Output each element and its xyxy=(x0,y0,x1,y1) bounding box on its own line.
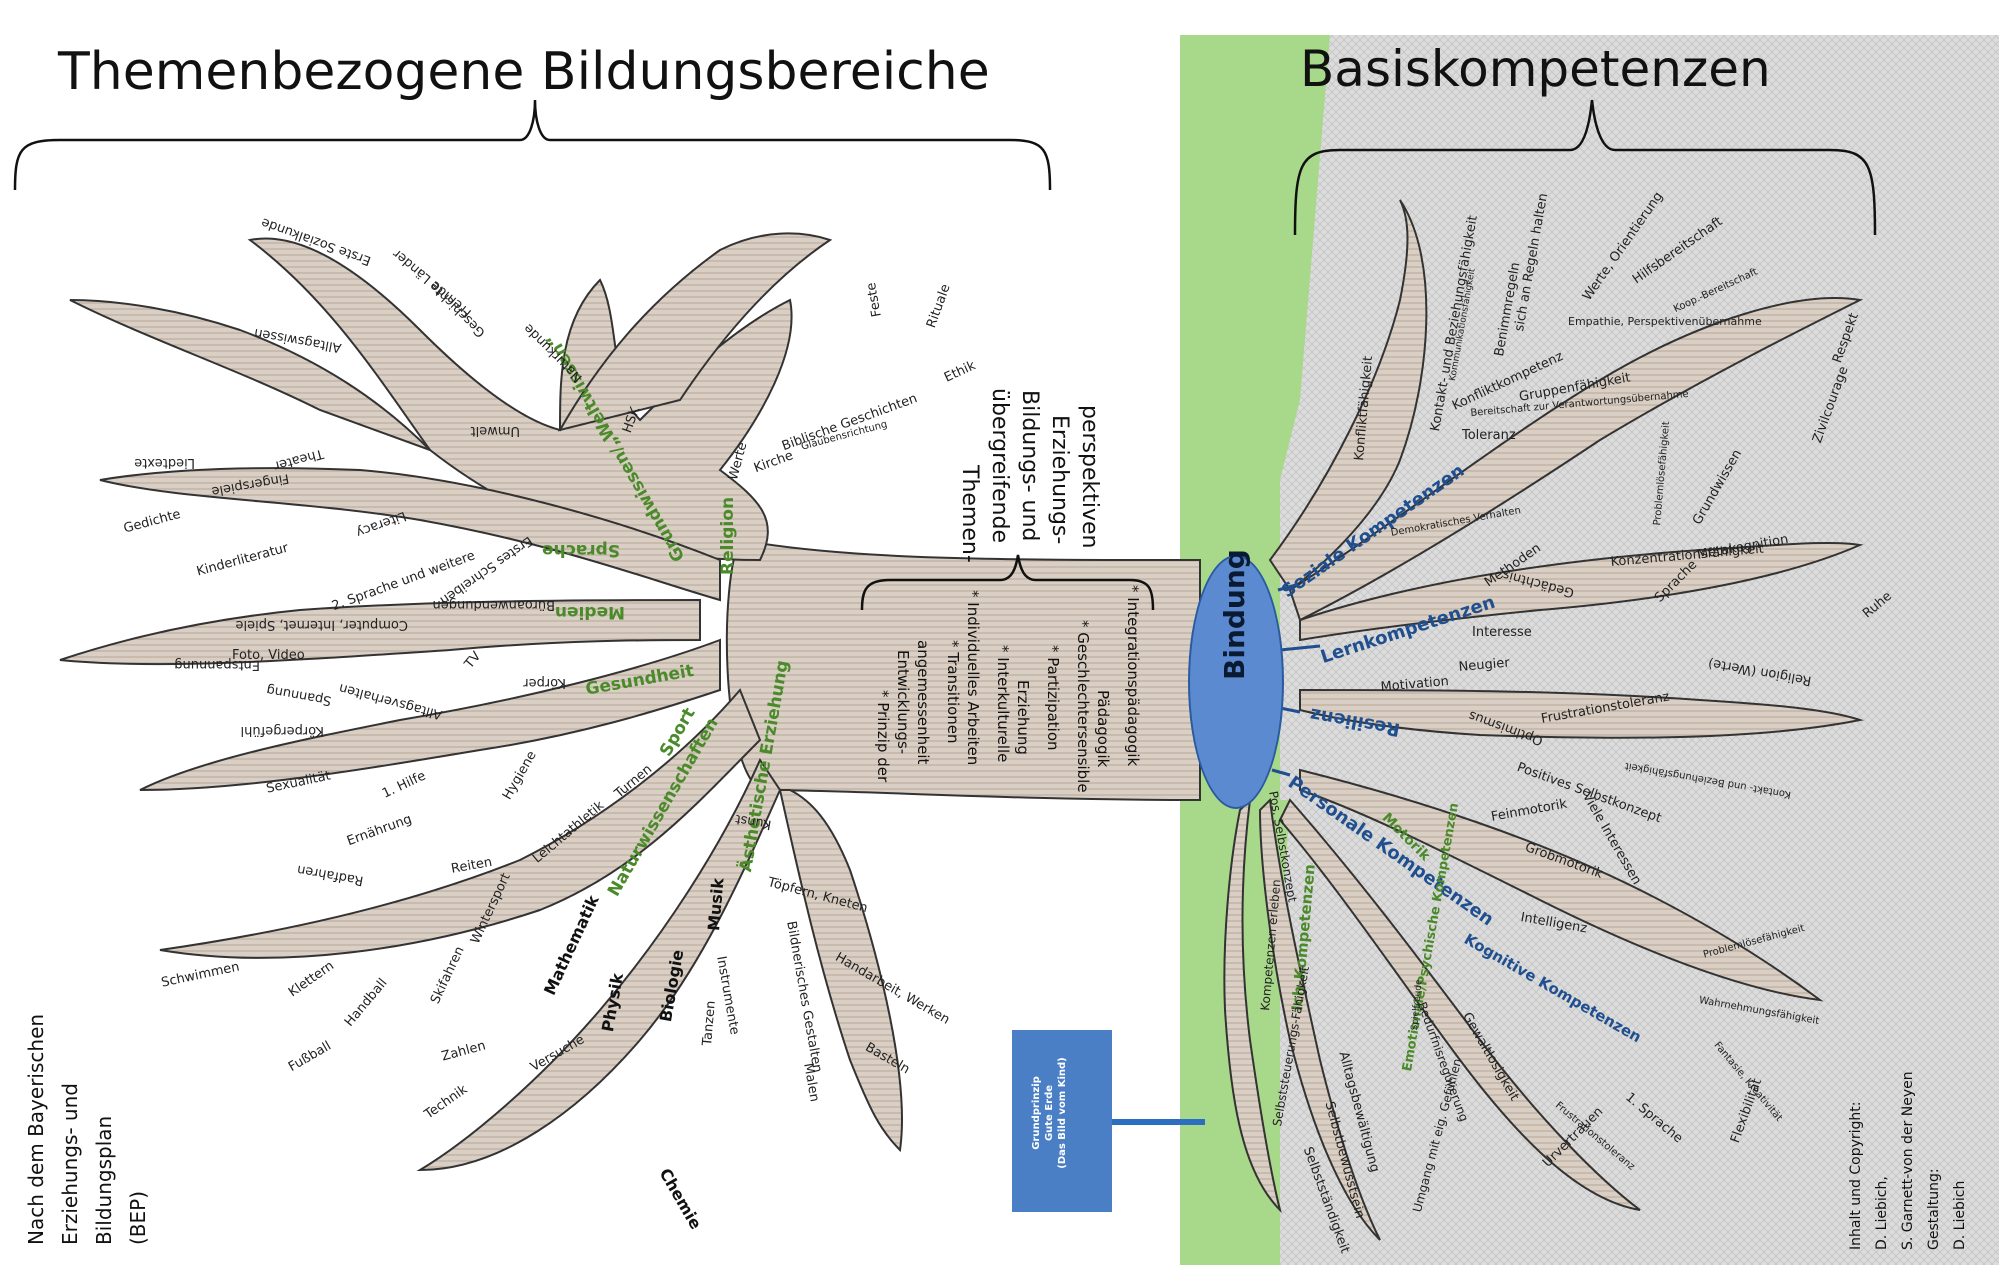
center-list-item: * Interkulturelle xyxy=(994,645,1012,762)
center-title-line: Themen- xyxy=(957,465,982,563)
center-title-line: Bildungs- und xyxy=(1017,390,1042,541)
center-title-line: Erziehungs- xyxy=(1047,415,1072,544)
source-note-line: Erziehungs- und xyxy=(58,1083,82,1245)
center-list-item: * Geschlechtersensible xyxy=(1074,620,1092,793)
left-title: Themenbezogene Bildungsbereiche xyxy=(58,42,990,102)
twig-label: Liedtexte xyxy=(134,455,195,470)
center-list-item: angemessenheit xyxy=(914,640,932,764)
center-list-item: Pädagogik xyxy=(1094,690,1112,767)
center-list-item: * Partizipation xyxy=(1044,645,1062,751)
copyright-line: Inhalt und Copyright: xyxy=(1848,1102,1864,1251)
center-list-item: * Individuelles Arbeiten xyxy=(964,590,982,765)
grundprinzip-line: (Das Bild vom Kind) xyxy=(1056,1038,1069,1188)
copyright-line: D. Liebich, xyxy=(1874,1176,1890,1250)
copyright-line: S. Garnett-von der Neyen xyxy=(1900,1071,1916,1250)
right-title: Basiskompetenzen xyxy=(1300,40,1771,98)
core-bindung-label: Bindung xyxy=(1218,549,1251,680)
source-note-line: Nach dem Bayerischen xyxy=(24,1014,48,1245)
branch-religion: Religion xyxy=(718,497,738,575)
center-list-item: * Transitionen xyxy=(944,640,962,744)
left-bracket xyxy=(15,100,1050,190)
twig-label: Umwelt xyxy=(470,423,520,438)
twig-label: Computer, Internet, Spiele xyxy=(236,617,409,632)
center-list-item: * Integrationspädagogik xyxy=(1124,585,1142,766)
grundprinzip-label: Grundprinzip Gute Erde (Das Bild vom Kin… xyxy=(1030,1038,1069,1188)
center-list-item: * Prinzip der xyxy=(874,690,892,782)
twig-label: Körper xyxy=(523,675,566,690)
twig-label: Toleranz xyxy=(1462,428,1516,443)
twig-label: Empathie, Perspektivenübernahme xyxy=(1568,315,1762,328)
source-note-line: (BEP) xyxy=(126,1191,150,1245)
twig-label: Büroanwendungen xyxy=(433,597,555,612)
center-title-line: perspektiven xyxy=(1077,405,1102,548)
source-note-line: Bildungsplan xyxy=(92,1116,116,1245)
grundprinzip-line: Grundprinzip xyxy=(1030,1038,1043,1188)
copyright-line: Gestaltung: xyxy=(1926,1168,1942,1250)
center-title-line: übergreifende xyxy=(987,388,1012,543)
branch-sprache: Sprache xyxy=(542,540,620,560)
twig-label: Interesse xyxy=(1472,625,1532,640)
grundprinzip-line: Gute Erde xyxy=(1043,1038,1056,1188)
copyright-line: D. Liebich xyxy=(1952,1181,1968,1250)
twig-label: Körpergefühl xyxy=(241,723,324,738)
center-list-item: Erziehung xyxy=(1014,680,1032,755)
twig-label: Entspannung xyxy=(174,657,260,672)
branch-medien: Medien xyxy=(555,602,625,622)
center-list-item: Entwicklungs- xyxy=(894,650,912,754)
